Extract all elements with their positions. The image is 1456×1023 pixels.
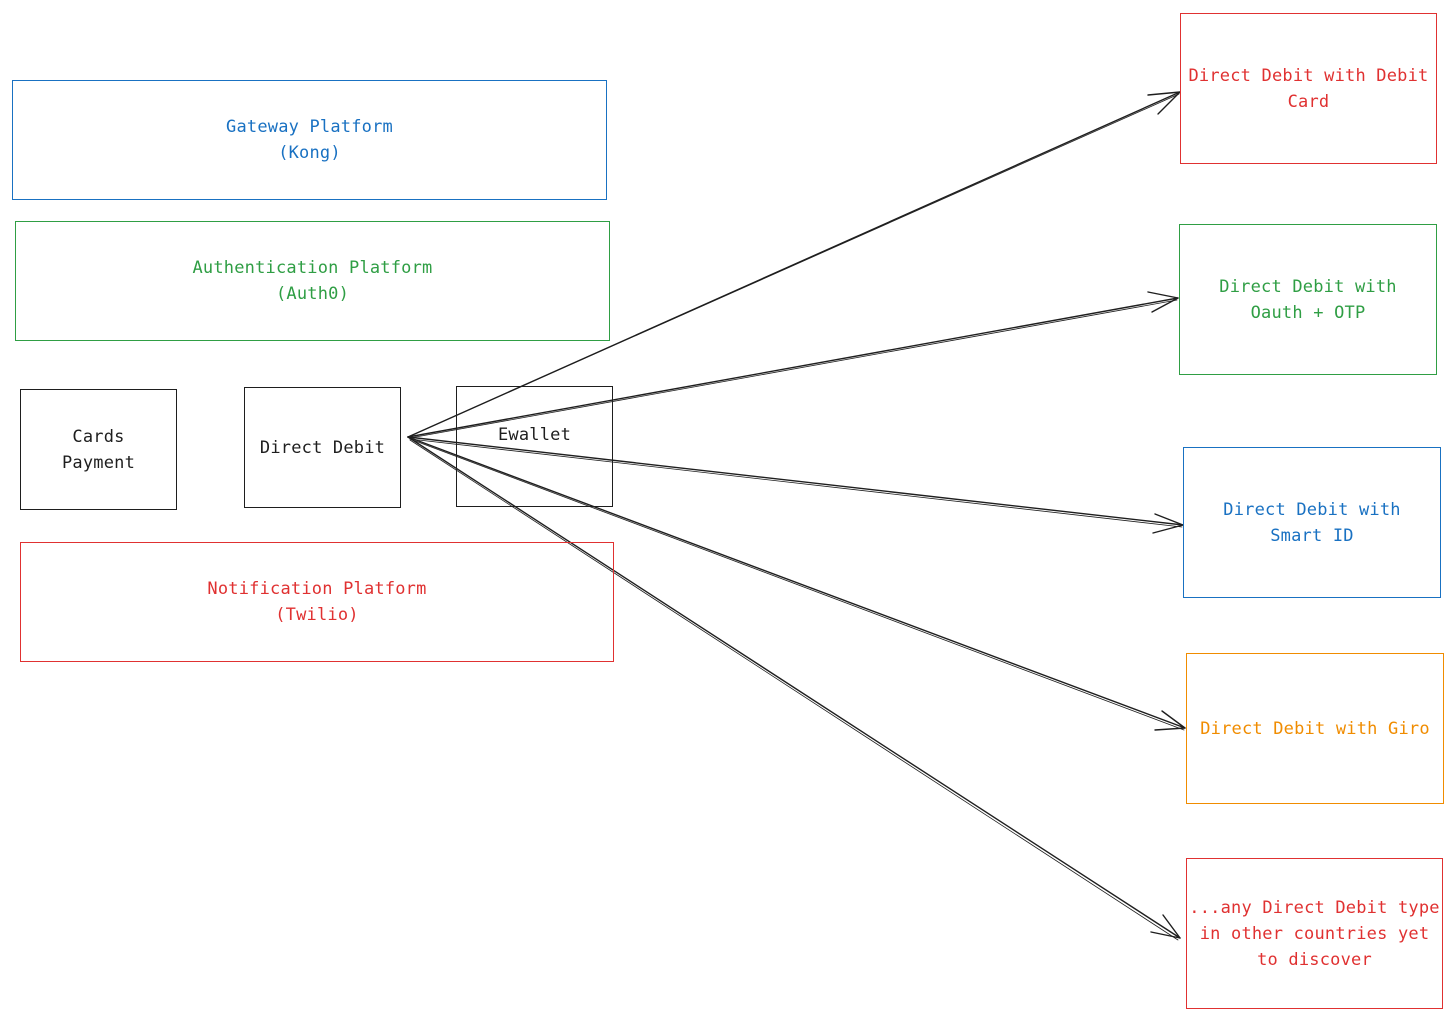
arrowhead-giro [1154, 710, 1186, 731]
gateway-platform-label: Gateway Platform (Kong) [226, 117, 393, 163]
notification-platform-label: Notification Platform (Twilio) [207, 579, 427, 625]
notification-platform-box: Notification Platform (Twilio) [20, 542, 614, 662]
dd-oauth-otp-box: Direct Debit with Oauth + OTP [1179, 224, 1437, 375]
direct-debit-box: Direct Debit [244, 387, 401, 508]
cards-payment-box: Cards Payment [20, 389, 177, 510]
dd-debit-card-label: Direct Debit with Debit Card [1188, 65, 1429, 112]
authentication-platform-label: Authentication Platform (Auth0) [192, 258, 433, 304]
dd-other-types-label: ...any Direct Debit type in other countr… [1189, 897, 1440, 970]
arrowhead-other-types [1150, 914, 1181, 939]
authentication-platform-box: Authentication Platform (Auth0) [15, 221, 610, 341]
arrow-to-other-types-sketch [409, 439, 1179, 941]
cards-payment-label: Cards Payment [61, 426, 136, 473]
arrowhead-oauth-otp [1147, 291, 1179, 313]
gateway-platform-box: Gateway Platform (Kong) [12, 80, 607, 200]
arrowhead-debit-card [1147, 91, 1181, 115]
arrow-to-other-types [407, 436, 1181, 939]
dd-oauth-otp-label: Direct Debit with Oauth + OTP [1219, 276, 1397, 323]
ewallet-box: Ewallet [456, 386, 613, 507]
dd-debit-card-box: Direct Debit with Debit Card [1180, 13, 1437, 164]
dd-smart-id-label: Direct Debit with Smart ID [1223, 499, 1401, 546]
dd-giro-box: Direct Debit with Giro [1186, 653, 1444, 804]
arrowhead-smart-id [1152, 513, 1184, 534]
dd-giro-label: Direct Debit with Giro [1200, 718, 1430, 739]
ewallet-label: Ewallet [497, 424, 572, 445]
direct-debit-label: Direct Debit [259, 437, 386, 458]
dd-smart-id-box: Direct Debit with Smart ID [1183, 447, 1441, 598]
dd-other-types-box: ...any Direct Debit type in other countr… [1186, 858, 1443, 1009]
